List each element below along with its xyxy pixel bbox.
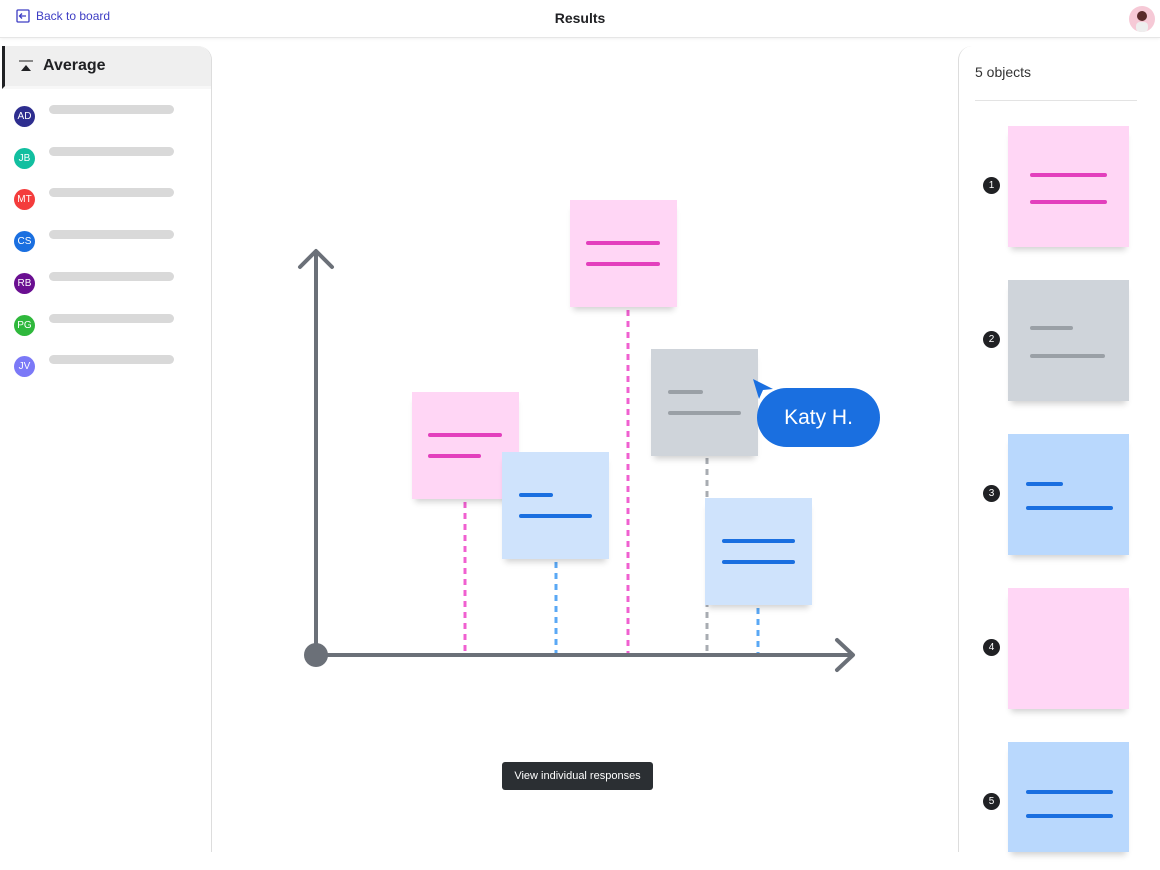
- rank-badge: 4: [983, 639, 1000, 656]
- response-placeholder-bar: [49, 146, 174, 156]
- sticky-note[interactable]: [502, 452, 609, 559]
- user-avatar[interactable]: [1129, 6, 1155, 32]
- average-label: Average: [43, 57, 106, 74]
- sticky-note[interactable]: [651, 349, 758, 456]
- participant-row[interactable]: JV: [14, 355, 174, 378]
- y-axis-arrow: [298, 249, 334, 269]
- back-icon: [16, 9, 30, 23]
- result-sticky[interactable]: [1008, 742, 1129, 852]
- participant-row[interactable]: MT: [14, 188, 174, 211]
- result-sticky[interactable]: [1008, 126, 1129, 247]
- axis-origin: [304, 643, 328, 667]
- response-placeholder-bar: [49, 105, 174, 114]
- back-label: Back to board: [36, 9, 111, 23]
- sticky-note[interactable]: [705, 498, 812, 605]
- result-sticky[interactable]: [1008, 280, 1129, 401]
- participant-avatar: AD: [14, 106, 35, 127]
- response-placeholder-bar: [49, 188, 174, 198]
- participant-row[interactable]: JB: [14, 146, 174, 169]
- participant-avatar: PG: [14, 314, 35, 336]
- participant-avatar: JB: [14, 147, 35, 169]
- result-sticky[interactable]: [1008, 588, 1129, 709]
- back-to-board-link[interactable]: Back to board: [16, 9, 110, 23]
- collaborator-cursor-label: Katy H.: [757, 388, 880, 447]
- participant-avatar: CS: [14, 231, 35, 253]
- rank-badge: 2: [983, 331, 1000, 348]
- participant-row[interactable]: CS: [14, 230, 174, 253]
- participant-avatar: MT: [14, 189, 35, 211]
- object-count: 5 objects: [975, 64, 1032, 80]
- page-title: Results: [554, 10, 606, 26]
- view-individual-responses-tooltip[interactable]: View individual responses: [502, 762, 653, 790]
- response-placeholder-bar: [49, 230, 174, 240]
- participant-avatar: JV: [14, 356, 35, 378]
- x-axis-arrow: [835, 638, 855, 672]
- response-placeholder-bar: [49, 271, 174, 281]
- divider: [975, 100, 1137, 101]
- cursor-icon: [753, 379, 773, 399]
- result-sticky[interactable]: [1008, 434, 1129, 555]
- average-tab[interactable]: Average: [2, 46, 211, 89]
- sticky-note[interactable]: [570, 200, 677, 307]
- participant-row[interactable]: AD: [14, 105, 174, 127]
- collapse-icon: [19, 60, 33, 71]
- rank-badge: 5: [983, 793, 1000, 810]
- participant-row[interactable]: RB: [14, 271, 174, 294]
- response-placeholder-bar: [49, 355, 174, 365]
- response-placeholder-bar: [49, 313, 174, 323]
- results-panel: 5 objects 1 2 3 4 5: [958, 46, 1160, 852]
- sticky-note[interactable]: [412, 392, 519, 499]
- participant-avatar: RB: [14, 272, 35, 294]
- rank-badge: 3: [983, 485, 1000, 502]
- top-bar: Back to board Results: [0, 0, 1160, 38]
- participant-row[interactable]: PG: [14, 313, 174, 336]
- left-panel: Average: [2, 46, 212, 852]
- rank-badge: 1: [983, 177, 1000, 194]
